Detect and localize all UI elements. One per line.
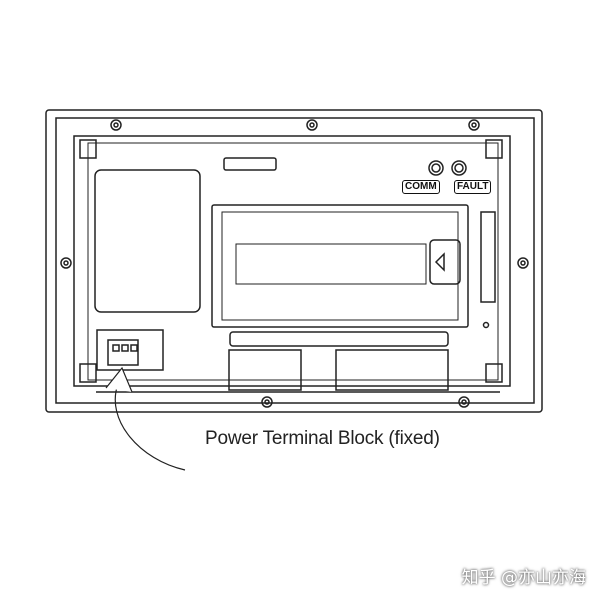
led-icons [428, 160, 467, 176]
label-window [94, 169, 201, 313]
connector-right [335, 349, 449, 391]
outer-bezel [45, 109, 543, 413]
card-cover [211, 204, 469, 328]
power-terminal-block [96, 329, 164, 371]
housing [73, 135, 511, 387]
comm-label: COMM [402, 180, 440, 194]
screw-icons [60, 119, 529, 408]
inner-bezel [55, 117, 535, 404]
pointer-arrow [114, 383, 186, 471]
watermark: 知乎 @亦山亦海 [461, 568, 586, 588]
connector-left [228, 349, 302, 391]
fault-label: FAULT [454, 180, 492, 194]
caption: Power Terminal Block (fixed) [205, 428, 440, 449]
